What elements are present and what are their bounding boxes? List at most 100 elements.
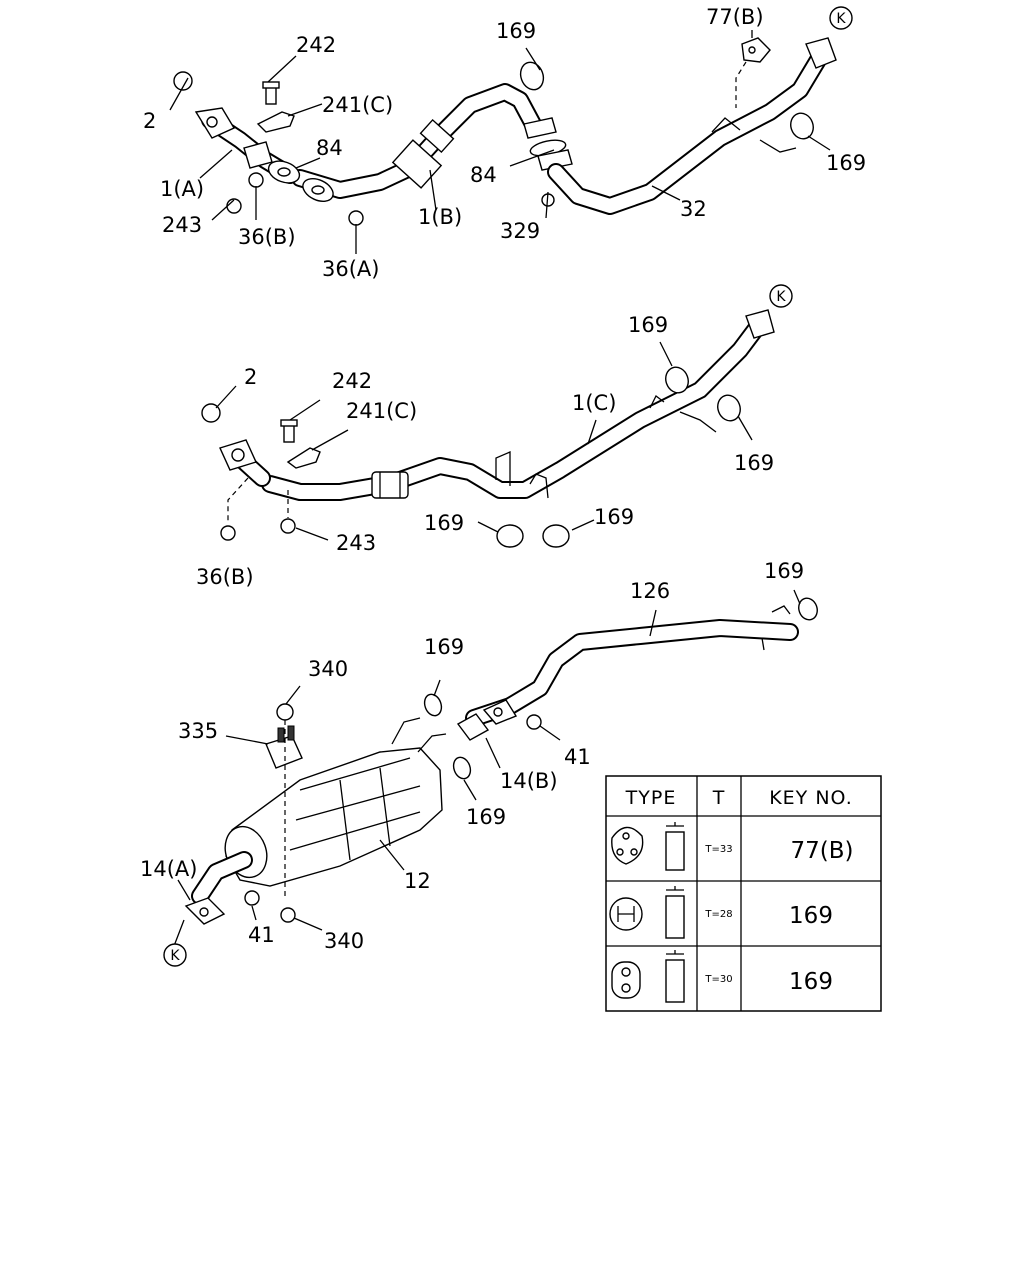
connector-k-bottom-label: K <box>170 948 180 964</box>
callout-169-m2: 169 <box>734 451 774 475</box>
table-header-key-no: KEY NO. <box>769 787 853 809</box>
table-row3-key: 169 <box>789 969 833 995</box>
gasket-84-left <box>267 160 301 184</box>
rubber-mount-77b <box>741 37 771 63</box>
seal-ring-2 <box>173 71 193 91</box>
callout-243-middle: 243 <box>336 531 376 555</box>
connector-k-top <box>829 6 853 30</box>
pipe-32-end-flange <box>805 37 837 69</box>
table-row3-t: T=30 <box>704 974 732 985</box>
callout-169-b2: 169 <box>424 635 464 659</box>
callout-169-m3: 169 <box>424 511 464 535</box>
table-header-type: TYPE <box>625 787 677 809</box>
callout-2: 2 <box>143 109 156 133</box>
nut-36b <box>248 172 264 188</box>
h-slot-mount-icon <box>609 897 643 931</box>
callout-1c: 1(C) <box>572 391 616 415</box>
nut-243 <box>226 198 242 214</box>
nut-243-middle <box>280 518 296 534</box>
catalytic-converter-middle <box>371 471 409 499</box>
top-exhaust-assembly: K 2 242 241(C) 84 1(A) 243 36(B) 36(A) 1… <box>143 5 866 281</box>
callout-242-middle: 242 <box>332 369 372 393</box>
two-hole-mount-icon <box>611 961 641 999</box>
callout-77b: 77(B) <box>706 5 764 29</box>
flange-1a-end <box>302 177 334 203</box>
three-hole-mount-icon <box>611 826 644 865</box>
connector-k-top-label: K <box>836 11 846 27</box>
callout-242: 242 <box>296 33 336 57</box>
middle-exhaust-assembly: K 2 242 241(C) 169 1(C) 169 169 169 243 … <box>196 284 793 589</box>
flange-right-lower <box>537 149 573 171</box>
hanger-rubber-169-b1 <box>798 597 818 621</box>
callout-41-upper: 41 <box>564 745 591 769</box>
callout-335: 335 <box>178 719 218 743</box>
callout-126: 126 <box>630 579 670 603</box>
callout-241c-middle: 241(C) <box>346 399 417 423</box>
nut-340-lower <box>280 907 296 923</box>
table-row1-key: 77(B) <box>791 838 854 864</box>
hanger-rubber-169-m3 <box>496 524 524 548</box>
callout-84: 84 <box>316 136 343 160</box>
flange-14a <box>184 897 226 925</box>
bottom-exhaust-assembly: K 169 126 340 169 335 41 14(B) 169 12 14… <box>140 559 818 967</box>
nut-340-upper <box>276 703 294 721</box>
flange-plate-left <box>194 107 236 139</box>
callout-169-b3: 169 <box>466 805 506 829</box>
callout-329: 329 <box>500 219 540 243</box>
connector-k-bottom <box>163 943 187 967</box>
flange-plate-mid <box>243 141 273 169</box>
callout-12: 12 <box>404 869 431 893</box>
callout-1b: 1(B) <box>418 205 462 229</box>
table-row2-t: T=28 <box>704 909 732 920</box>
callout-169-b1: 169 <box>764 559 804 583</box>
callout-36b-middle: 36(B) <box>196 565 254 589</box>
nut-36b-middle <box>220 525 236 541</box>
nut-36a <box>348 210 364 226</box>
table-header-t: T <box>712 787 726 809</box>
hanger-rubber-169-m2 <box>717 394 741 422</box>
table-row2-key: 169 <box>789 903 833 929</box>
thickness-block-icon-row1 <box>665 822 685 871</box>
callout-340-upper: 340 <box>308 657 348 681</box>
bolt-242-middle <box>280 419 298 443</box>
nut-41-lower <box>244 890 260 906</box>
callout-169-m4: 169 <box>594 505 634 529</box>
hanger-rubber-169-b3 <box>452 756 472 780</box>
callout-169-top-a: 169 <box>496 19 536 43</box>
callout-36a: 36(A) <box>322 257 379 281</box>
hanger-rubber-169-m1 <box>665 366 689 394</box>
hanger-rubber-169-b2 <box>423 693 443 717</box>
bolt-242 <box>262 81 280 105</box>
callout-14b: 14(B) <box>500 769 558 793</box>
callout-243: 243 <box>162 213 202 237</box>
callout-84-right: 84 <box>470 163 497 187</box>
nut-41-upper <box>526 714 542 730</box>
callout-169-m1: 169 <box>628 313 668 337</box>
flange-plate-middle <box>219 439 257 471</box>
callout-32: 32 <box>680 197 707 221</box>
connector-k-middle-label: K <box>776 289 786 305</box>
table-row1-t: T=33 <box>704 844 732 855</box>
bracket-241c <box>256 111 295 133</box>
flange-1c-end <box>745 309 775 339</box>
mount-bracket-335 <box>265 725 303 769</box>
thickness-block-icon-row3 <box>665 950 685 1003</box>
hanger-rubber-169-m4 <box>542 524 570 548</box>
callout-169-top-b: 169 <box>826 151 866 175</box>
callout-340-lower: 340 <box>324 929 364 953</box>
callout-41-lower: 41 <box>248 923 275 947</box>
flange-right-upper <box>523 117 557 139</box>
connector-k-middle <box>769 284 793 308</box>
hanger-rubber-169-b <box>790 112 814 140</box>
muffler-12 <box>224 747 443 887</box>
hanger-rubber-169-a <box>519 61 545 91</box>
callout-14a: 14(A) <box>140 857 197 881</box>
bracket-241c-middle <box>286 447 321 469</box>
callout-1a: 1(A) <box>160 177 204 201</box>
seal-ring-2-middle <box>201 403 221 423</box>
callout-2-middle: 2 <box>244 365 257 389</box>
callout-36b: 36(B) <box>238 225 296 249</box>
mount-type-table: TYPE T KEY NO. T=33 77(B) T=28 169 <box>605 775 882 1012</box>
flange-14b <box>456 699 518 741</box>
